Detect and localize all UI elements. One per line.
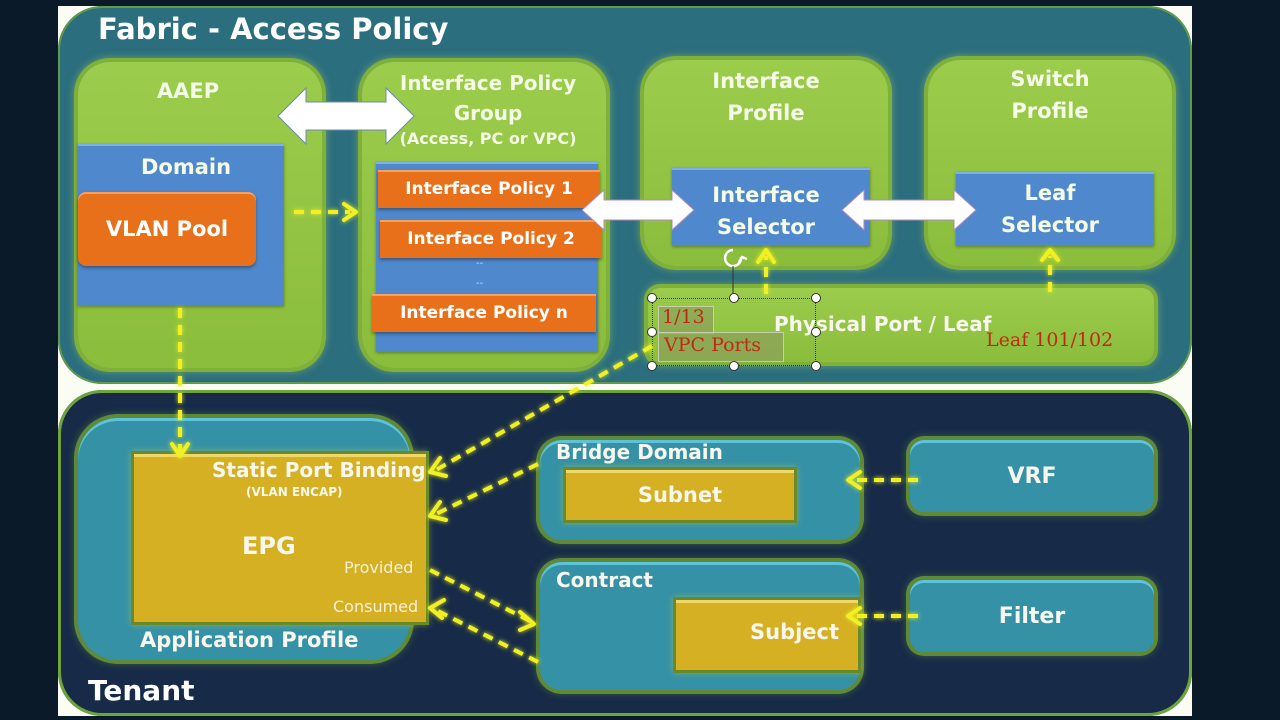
switch-profile-title-line1: Switch	[1010, 67, 1090, 91]
interface-selector-line2: Selector	[716, 215, 816, 239]
fabric-section-title: Fabric - Access Policy	[98, 12, 449, 46]
arrowhead-consumed	[428, 598, 446, 620]
epg-box	[134, 454, 426, 622]
leaf-selector-line1: Leaf	[1024, 181, 1076, 205]
arrow-bd-to-epg	[435, 462, 539, 516]
aaep-title: AAEP	[156, 79, 220, 103]
arrow-provided-to-contract	[429, 568, 533, 624]
application-profile-title: Application Profile	[140, 628, 359, 652]
resize-handle-left[interactable]	[647, 327, 657, 337]
leaf-selector-box	[956, 172, 1154, 246]
double-arrow-ipg-selector	[581, 188, 695, 232]
interface-profile-title-line2: Profile	[727, 101, 805, 125]
interface-policy-2: Interface Policy 2	[380, 220, 602, 258]
bridge-domain-title: Bridge Domain	[556, 440, 723, 464]
vpc-annotation-box[interactable]	[658, 332, 784, 362]
arrowhead-leaf-selector	[1040, 248, 1060, 262]
port-annotation-text[interactable]: 1/13	[662, 306, 705, 328]
physical-port-leaf-label: Physical Port / Leaf	[774, 312, 992, 336]
filter-box: Filter	[910, 580, 1154, 652]
leaf-annotation: Leaf 101/102	[986, 329, 1114, 351]
double-arrow-aaep-ipg	[277, 86, 415, 146]
domain-label: Domain	[140, 155, 232, 179]
interface-selector-line1: Interface	[712, 183, 820, 207]
vpc-annotation-text[interactable]: VPC Ports	[664, 334, 762, 356]
epg-label: EPG	[242, 532, 296, 560]
resize-handle-top[interactable]	[729, 293, 739, 303]
interface-policy-n: Interface Policy n	[372, 294, 596, 332]
interface-profile-title-line1: Interface	[712, 69, 820, 93]
arrow-contract-to-consumed	[435, 608, 539, 664]
arrowhead-ipg	[342, 202, 358, 222]
rotate-handle-icon	[723, 248, 748, 268]
double-arrow-selector-leaf	[841, 188, 977, 232]
ipg-subtitle: (Access, PC or VPC)	[399, 129, 577, 148]
arrowhead-subject	[846, 606, 862, 626]
leaf-selector-line2: Selector	[1000, 213, 1100, 237]
arrow-vpc-to-static-binding	[435, 344, 653, 472]
ellipsis-1: --	[476, 258, 484, 269]
switch-profile-title-line2: Profile	[1011, 99, 1089, 123]
vlan-encap-label: (VLAN ENCAP)	[246, 485, 343, 499]
arrowhead-epg-down	[170, 442, 190, 458]
tenant-section-title: Tenant	[88, 674, 195, 707]
resize-handle-bottom-left[interactable]	[647, 361, 657, 371]
resize-handle-top-right[interactable]	[811, 293, 821, 303]
provided-label: Provided	[344, 558, 414, 577]
vlan-pool-box: VLAN Pool	[78, 192, 256, 266]
ellipsis-2: --	[476, 278, 484, 289]
resize-handle-bottom[interactable]	[729, 361, 739, 371]
vrf-box: VRF	[910, 440, 1154, 512]
arrowhead-static-binding	[428, 456, 448, 478]
subnet-box: Subnet	[566, 470, 794, 520]
ipg-title-line2: Group	[453, 101, 523, 125]
contract-title: Contract	[556, 568, 653, 592]
interface-policy-1: Interface Policy 1	[378, 170, 600, 208]
static-port-binding-label: Static Port Binding	[212, 458, 426, 482]
resize-handle-bottom-right[interactable]	[811, 361, 821, 371]
arrowhead-vrf-bd	[846, 470, 862, 490]
arrowhead-interface-selector	[756, 248, 776, 264]
resize-handle-right[interactable]	[811, 327, 821, 337]
subject-label: Subject	[750, 620, 840, 644]
resize-handle-top-left[interactable]	[647, 293, 657, 303]
ipg-title-line1: Interface Policy	[399, 71, 577, 95]
arrowhead-bd-epg	[428, 500, 448, 522]
consumed-label: Consumed	[333, 597, 419, 616]
interface-selector-box	[672, 168, 870, 246]
subject-box	[676, 600, 858, 670]
arrowhead-contract	[518, 610, 536, 632]
